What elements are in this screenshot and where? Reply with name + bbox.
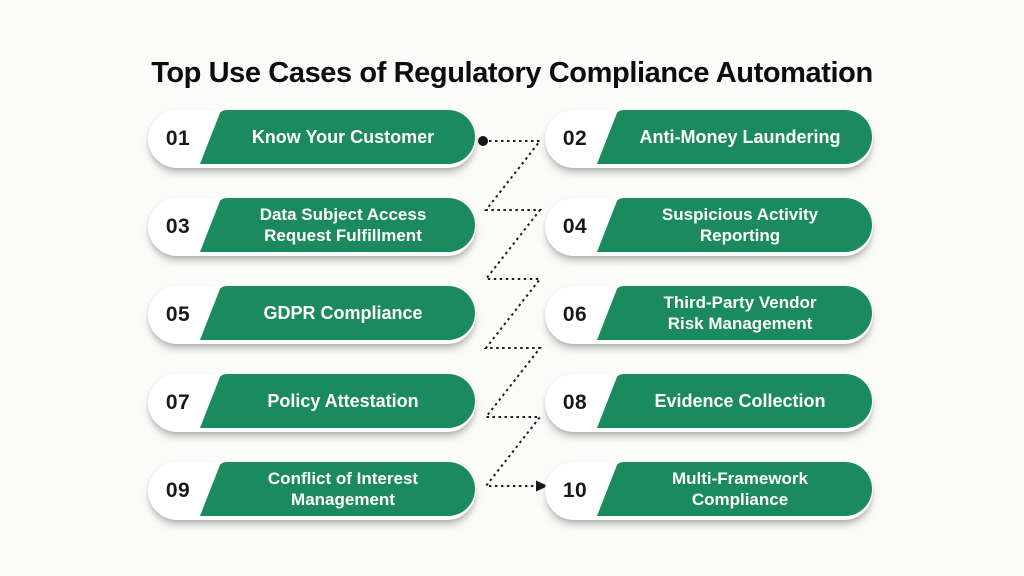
pill-label: GDPR Compliance	[200, 286, 476, 340]
pill-banner: Anti-Money Laundering	[597, 110, 873, 164]
pill-label-line: Data Subject Access	[259, 204, 427, 224]
pill-label-line: Compliance	[691, 490, 789, 509]
banner-shape-svg	[200, 198, 475, 252]
pill-label-line: Request Fulfillment	[264, 226, 422, 245]
pill-banner: Know Your Customer	[200, 110, 476, 164]
pill-label-line: GDPR Compliance	[263, 302, 423, 323]
pill-number: 03	[165, 215, 191, 238]
pill-number: 02	[562, 127, 588, 150]
pill-label-line: Know Your Customer	[251, 126, 435, 147]
use-case-pill: 01 Know Your Customer	[148, 110, 476, 168]
pill-label: Evidence Collection	[597, 374, 873, 428]
banner-shape-svg	[597, 462, 872, 516]
pill-number: 09	[165, 479, 191, 502]
pill-label-line: Anti-Money Laundering	[639, 126, 841, 147]
pill-label-line: Suspicious Activity	[661, 204, 819, 224]
pill-label-line: Reporting	[699, 226, 781, 245]
pill-banner: Policy Attestation	[200, 374, 476, 428]
connector-dotted-path	[483, 140, 543, 487]
pill-label: Know Your Customer	[200, 110, 476, 164]
banner-shape-svg	[597, 110, 872, 164]
pill-label-line: Evidence Collection	[654, 390, 826, 411]
pill-number: 05	[165, 303, 191, 326]
banner-shape-svg	[200, 374, 475, 428]
pill-number: 04	[562, 215, 588, 238]
banner-shape-svg	[597, 198, 872, 252]
pill-number: 08	[562, 391, 588, 414]
pill-number: 01	[165, 127, 191, 150]
use-case-pill: 05 GDPR Compliance	[148, 286, 476, 344]
pill-label-line: Management	[291, 490, 395, 509]
pill-label: Anti-Money Laundering	[597, 110, 873, 164]
use-case-pill: 08 Evidence Collection	[545, 374, 873, 432]
page-title: Top Use Cases of Regulatory Compliance A…	[151, 57, 873, 90]
banner-shape-svg	[200, 462, 475, 516]
pill-number: 07	[165, 391, 191, 414]
pill-label-line: Risk Management	[667, 314, 813, 333]
use-case-pill: 02 Anti-Money Laundering	[545, 110, 873, 168]
pill-number: 10	[562, 479, 588, 502]
pill-label-line: Conflict of Interest	[267, 468, 419, 488]
pill-label: Policy Attestation	[200, 374, 476, 428]
pill-number: 06	[562, 303, 588, 326]
pill-banner: GDPR Compliance	[200, 286, 476, 340]
connector-start-dot	[478, 136, 488, 146]
pill-label-line: Third-Party Vendor	[663, 292, 817, 312]
pill-label-line: Multi-Framework	[671, 468, 809, 488]
banner-shape-svg	[597, 374, 872, 428]
use-case-pill: 07 Policy Attestation	[148, 374, 476, 432]
pill-banner: Evidence Collection	[597, 374, 873, 428]
banner-shape-svg	[597, 286, 872, 340]
pill-label-line: Policy Attestation	[267, 390, 419, 411]
banner-shape-svg	[200, 110, 475, 164]
banner-shape-svg	[200, 286, 475, 340]
